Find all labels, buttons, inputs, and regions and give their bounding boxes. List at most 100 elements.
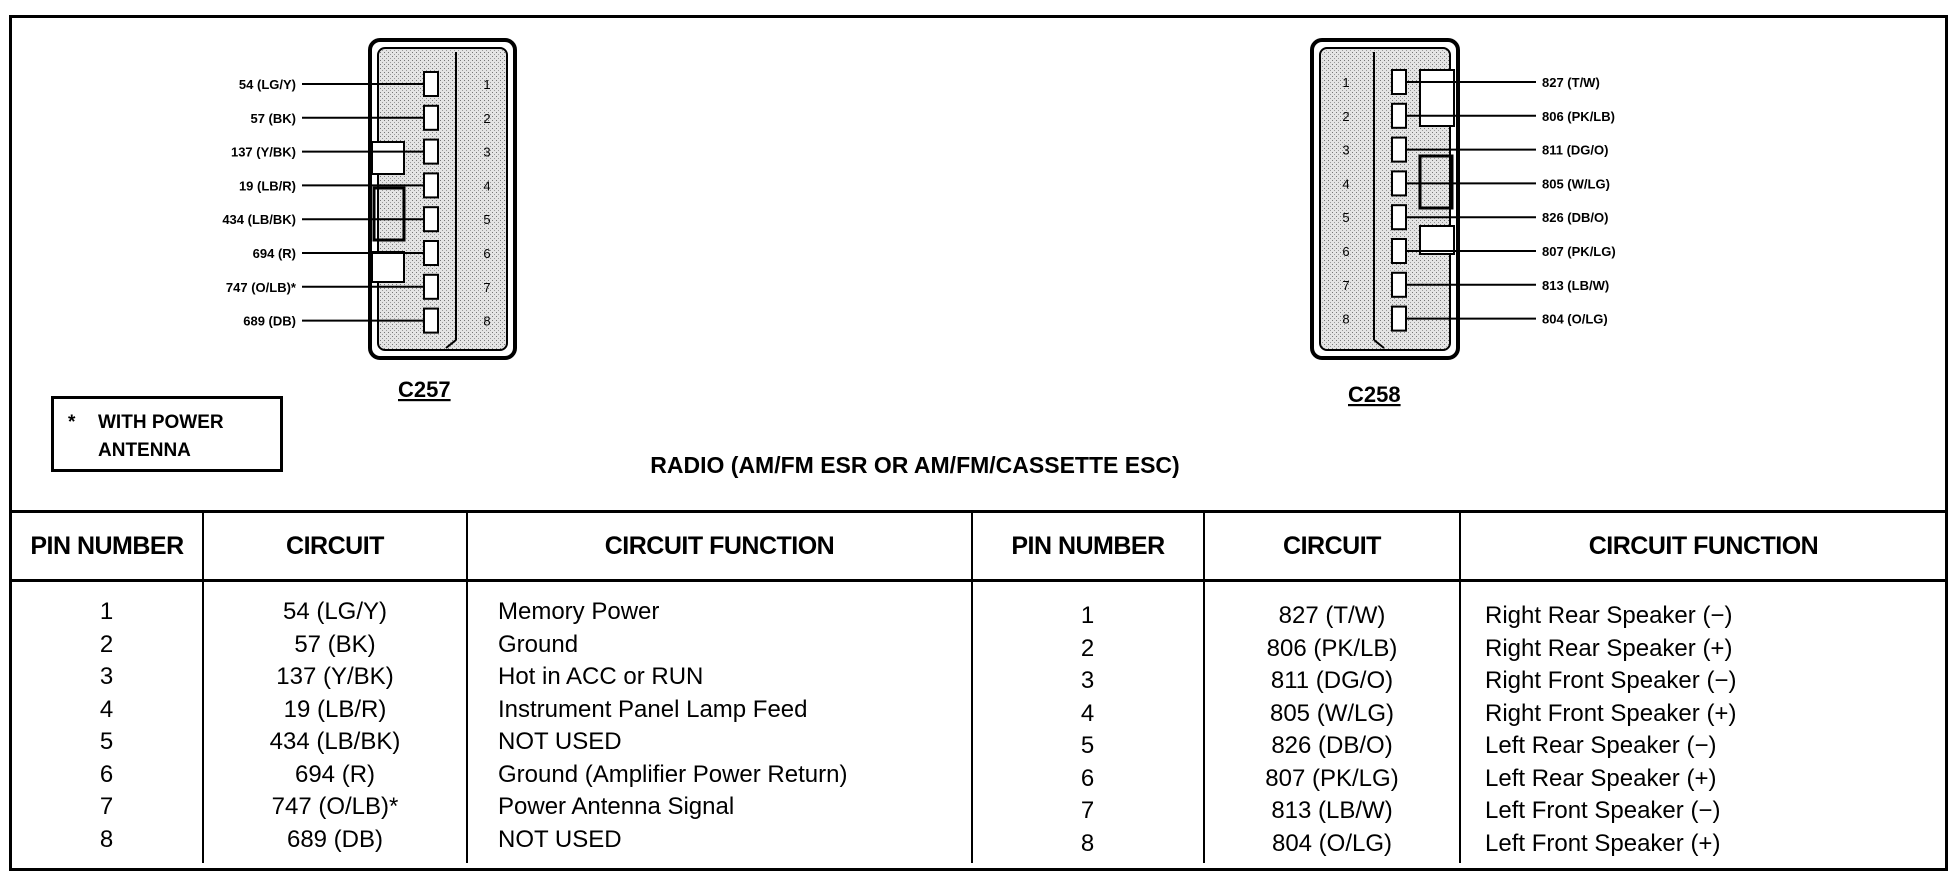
table-cell: 6	[99, 760, 114, 788]
table-cell: 747 (O/LB)*	[271, 793, 399, 820]
wire-label: 19 (LB/R)	[239, 178, 296, 193]
connector-c257	[368, 38, 517, 360]
left-circuit-column: 54 (LG/Y)57 (BK)137 (Y/BK)19 (LB/R)434 (…	[202, 580, 467, 863]
wire-label: 827 (T/W)	[1542, 75, 1600, 90]
table-cell: 19 (LB/R)	[283, 695, 387, 723]
pin-cavity	[423, 138, 439, 165]
pin-cavity	[423, 273, 439, 300]
note-asterisk: *	[68, 412, 76, 433]
diagram-title: RADIO (AM/FM ESR OR AM/FM/CASSETTE ESC)	[650, 452, 1180, 478]
pin-cavity	[1391, 69, 1407, 95]
connector-diagram: 1 54 (LG/Y) 2 57 (BK) 3 137 (Y/BK) 4 19 (LB/R) 5…	[222, 38, 1616, 407]
table-cell: 806 (PK/LB)	[1266, 634, 1398, 662]
table-cell: 3	[1080, 667, 1095, 694]
table-cell: NOT USED	[498, 825, 622, 853]
connector-c258	[1310, 38, 1460, 360]
table-cell: 827 (T/W)	[1278, 602, 1386, 629]
header-circuit-left: CIRCUIT	[202, 510, 467, 582]
table-cell: 2	[1080, 634, 1095, 662]
pin-number-label: 2	[483, 111, 490, 126]
wire-label: 805 (W/LG)	[1542, 176, 1610, 191]
table-cell: Memory Power	[498, 598, 660, 625]
pin-cavity	[1391, 271, 1407, 298]
table-cell: 137 (Y/BK)	[276, 663, 394, 690]
wire-label: 811 (DG/O)	[1542, 143, 1608, 158]
table-cell: Instrument Panel Lamp Feed	[498, 695, 808, 723]
pin-cavity	[423, 172, 439, 199]
pinout-table: PIN NUMBER CIRCUIT CIRCUIT FUNCTION PIN …	[12, 510, 1946, 863]
right-circuit-column: 827 (T/W) 806 (PK/LB) 811 (DG/O) 805 (W/LG)…	[1203, 580, 1460, 863]
table-cell: 813 (LB/W)	[1271, 797, 1393, 824]
table-cell: Right Rear Speaker (−)	[1485, 602, 1733, 629]
power-antenna-note: * WITH POWER ANTENNA	[51, 396, 283, 472]
note-line-2: ANTENNA	[98, 440, 191, 461]
table-cell: 1	[99, 598, 114, 625]
pin-number-label: 6	[1342, 244, 1349, 259]
table-cell: 5	[1080, 732, 1095, 759]
table-cell: 5	[99, 728, 114, 755]
pin-cavity	[423, 71, 439, 97]
note-line-1: WITH POWER	[98, 412, 224, 433]
wire-label: 57 (BK)	[250, 111, 296, 126]
table-cell: 807 (PK/LG)	[1265, 764, 1399, 792]
table-cell: Left Front Speaker (−)	[1485, 797, 1721, 824]
wire-label: 137 (Y/BK)	[231, 145, 296, 160]
table-cell: Right Rear Speaker (+)	[1485, 634, 1733, 662]
pin-number-label: 4	[483, 178, 490, 193]
table-cell: 689 (DB)	[286, 825, 384, 853]
table-cell: 1	[1080, 602, 1095, 629]
table-cell: 3	[99, 663, 114, 690]
table-cell: 805 (W/LG)	[1269, 699, 1395, 727]
table-cell: 694 (R)	[294, 760, 376, 788]
pin-number-label: 3	[483, 145, 490, 160]
pin-number-label: 3	[1342, 143, 1349, 158]
header-circuit-right: CIRCUIT	[1203, 510, 1460, 582]
diagram-frame	[9, 15, 1948, 871]
pin-cavity	[423, 104, 439, 131]
table-cell: 8	[99, 825, 114, 853]
wire-label: 689 (DB)	[243, 314, 296, 329]
wire-label: 54 (LG/Y)	[239, 77, 296, 92]
pin-cavity	[423, 206, 439, 233]
wire-label: 807 (PK/LG)	[1542, 244, 1616, 259]
table-cell: 57 (BK)	[294, 630, 376, 658]
table-cell: 7	[1080, 797, 1095, 824]
table-cell: 804 (O/LG)	[1271, 829, 1393, 857]
header-pin-number-right: PIN NUMBER	[971, 510, 1204, 582]
pin-number-label: 7	[1342, 278, 1349, 293]
table-cell: Left Front Speaker (+)	[1485, 829, 1721, 857]
pin-number-label: 1	[483, 77, 490, 92]
table-cell: 4	[1080, 699, 1095, 727]
table-cell: Left Rear Speaker (+)	[1485, 764, 1717, 792]
pin-cavity	[1391, 102, 1407, 129]
pin-cavity	[1391, 238, 1407, 264]
pin-number-label: 1	[1342, 75, 1349, 90]
table-cell: 54 (LG/Y)	[282, 598, 388, 625]
wire-label: 813 (LB/W)	[1542, 278, 1609, 293]
pin-cavity	[1391, 136, 1407, 163]
pin-number-label: 8	[483, 314, 490, 329]
right-function-column: Right Rear Speaker (−) Right Rear Speaker…	[1459, 580, 1946, 863]
pin-number-label: 4	[1342, 176, 1349, 191]
table-cell: Ground (Amplifier Power Return)	[498, 760, 848, 788]
table-cell: Ground	[498, 630, 579, 658]
header-circuit-function-right: CIRCUIT FUNCTION	[1459, 510, 1946, 582]
pin-cavity	[1391, 170, 1407, 197]
pin-number-label: 8	[1342, 312, 1349, 327]
table-body-row: 1 2 3 4 5 6 7 8 54 (LG/Y) 57 (BK) 137 (Y/BK) 19 (L…	[12, 580, 1946, 863]
pin-number-label: 6	[483, 246, 490, 261]
pin-cavity	[1391, 305, 1407, 332]
table-cell: Right Front Speaker (+)	[1485, 699, 1737, 727]
wire-label: 806 (PK/LB)	[1542, 109, 1615, 124]
header-circuit-function-left: CIRCUIT FUNCTION	[466, 510, 972, 582]
wire-label: 747 (O/LB)*	[226, 280, 297, 295]
table-cell: Left Rear Speaker (−)	[1485, 732, 1717, 759]
table-cell: 811 (DG/O)	[1270, 667, 1394, 694]
pin-number-label: 7	[483, 280, 490, 295]
pin-number-label: 5	[1342, 210, 1349, 225]
pin-cavity	[1391, 204, 1407, 231]
wire-label: 694 (R)	[253, 246, 296, 261]
